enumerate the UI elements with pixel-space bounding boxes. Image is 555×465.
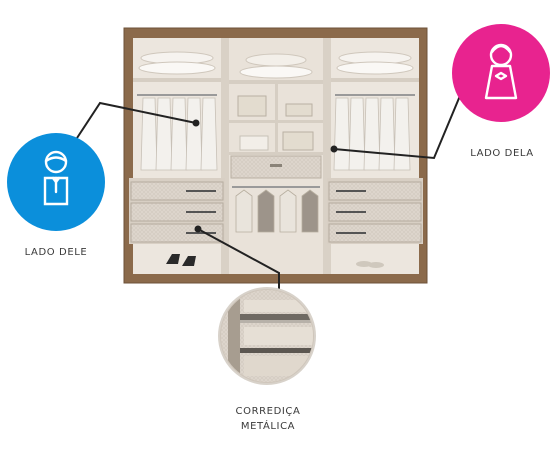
drawer-slide-closeup [218, 287, 316, 385]
her-side-label: LADO DELA [470, 148, 534, 159]
his-side-label: LADO DELE [24, 247, 88, 258]
callout-dot-his [192, 119, 200, 127]
hanging-shirts-right [333, 97, 411, 171]
folded-linens [138, 51, 414, 79]
drawers-left [129, 178, 225, 244]
hanging-shirts-left [140, 97, 218, 171]
slide-label-line1: CORREDIÇA [235, 406, 301, 417]
center-cubbies [229, 84, 323, 179]
hanging-towels [235, 189, 319, 233]
drawers-right [327, 178, 423, 244]
shoes [166, 254, 384, 268]
callout-dot-slide [194, 225, 202, 233]
man-icon [7, 133, 105, 231]
woman-icon [452, 24, 550, 122]
slide-label-line2: METÁLICA [240, 421, 296, 432]
callout-dot-her [330, 145, 338, 153]
